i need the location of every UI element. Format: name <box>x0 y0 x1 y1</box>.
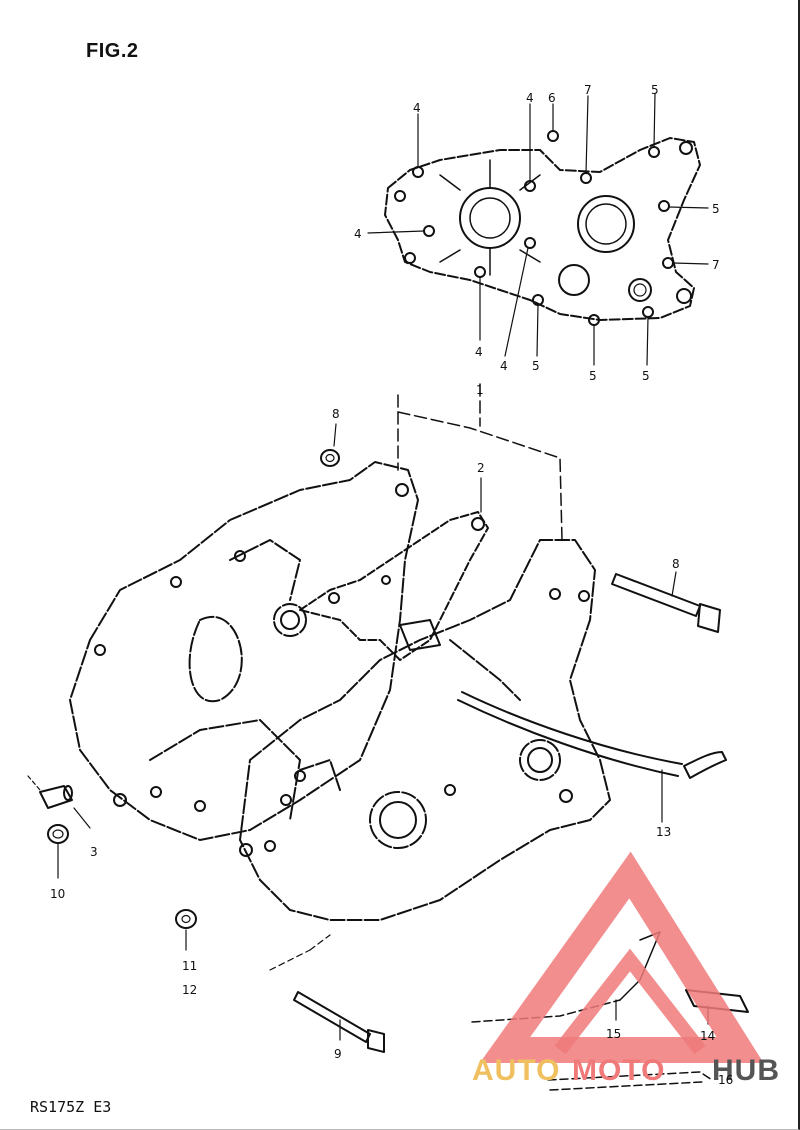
callout-4e: 4 <box>500 359 508 373</box>
callout-5c: 5 <box>532 359 540 373</box>
callout-4c: 4 <box>354 227 362 241</box>
callout-5d: 5 <box>589 369 597 383</box>
callout-14: 14 <box>700 1029 715 1043</box>
bolt-9 <box>269 934 385 1053</box>
crankcase-left <box>69 461 419 841</box>
callout-15: 15 <box>606 1027 621 1041</box>
callout-4d: 4 <box>475 345 483 359</box>
callout-4b: 4 <box>526 91 534 105</box>
callout-10: 10 <box>50 887 65 901</box>
callout-11: 11 <box>182 959 197 973</box>
tube-16 <box>547 1071 713 1091</box>
callout-1: 1 <box>476 383 484 397</box>
callout-5b: 5 <box>712 202 720 216</box>
callout-13: 13 <box>656 825 671 839</box>
callout-3: 3 <box>90 845 98 859</box>
callout-4a: 4 <box>413 101 421 115</box>
crankcase-right-holes <box>264 588 590 852</box>
leader-lines-top <box>367 93 709 366</box>
figure-title: FIG.2 <box>86 40 139 62</box>
automotohub-watermark: AUTO MOTO HUB <box>472 851 780 1087</box>
callout-7a: 7 <box>584 83 592 97</box>
callout-5a: 5 <box>651 83 659 97</box>
clamp-15 <box>471 931 661 1023</box>
oil-seal-10 <box>47 824 69 879</box>
crankcase-right <box>239 539 611 921</box>
nut-8 <box>320 423 340 467</box>
callout-9: 9 <box>334 1047 342 1061</box>
callout-16: 16 <box>718 1073 733 1087</box>
watermark-moto: MOTO <box>572 1054 665 1087</box>
assembly-bracket <box>397 383 563 541</box>
crankcase-left-holes <box>94 483 409 857</box>
callout-2: 2 <box>477 461 485 475</box>
watermark-hub: HUB <box>712 1054 780 1087</box>
crankcase-gasket-top <box>384 130 701 326</box>
callout-labels: 4 4 6 7 5 4 5 7 4 4 5 5 5 1 8 2 8 3 13 1… <box>50 83 733 1087</box>
dowel-pin-3 <box>27 775 91 829</box>
callout-12: 12 <box>182 983 197 997</box>
crankcase-gasket-middle <box>299 511 489 661</box>
bolt-8 <box>611 571 721 633</box>
breather-hose-13 <box>457 691 727 823</box>
callout-8b: 8 <box>332 407 340 421</box>
model-code: RS175Z E3 <box>30 1098 112 1116</box>
washer-11 <box>175 909 197 951</box>
watermark-auto: AUTO <box>472 1054 560 1087</box>
callout-6: 6 <box>548 91 556 105</box>
callout-8a: 8 <box>672 557 680 571</box>
callout-7b: 7 <box>712 258 720 272</box>
callout-5e: 5 <box>642 369 650 383</box>
